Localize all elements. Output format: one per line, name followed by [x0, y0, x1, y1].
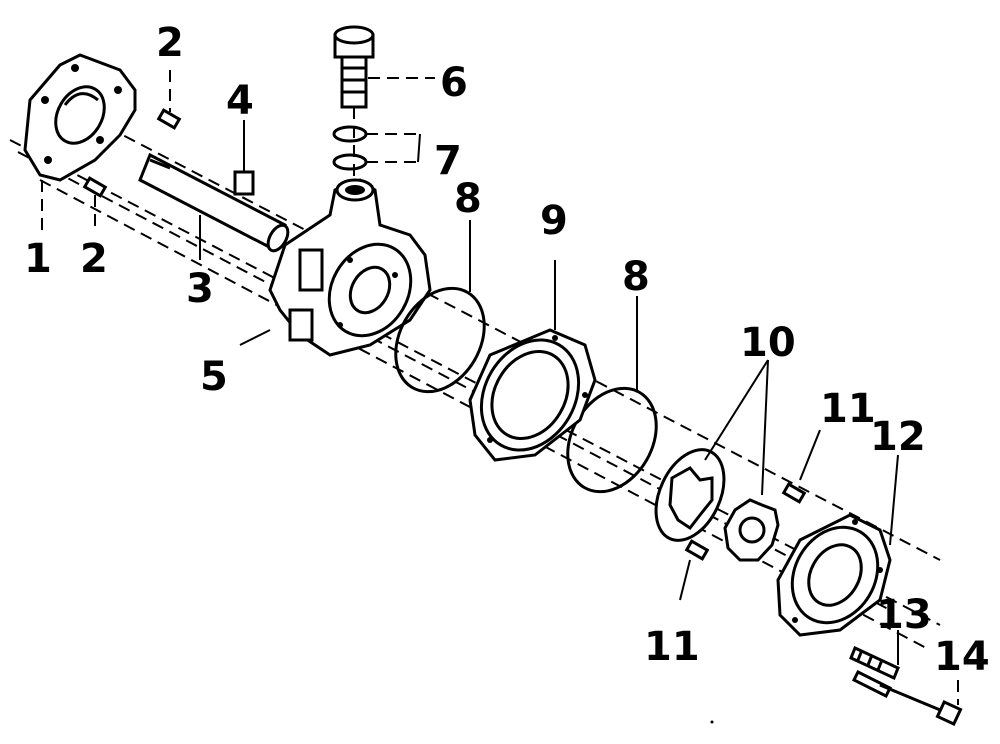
label-11-bottom: 11	[644, 624, 700, 670]
part-12-end-cover	[776, 454, 899, 637]
label-8-second: 8	[622, 254, 650, 300]
label-7: 7	[434, 138, 462, 184]
label-4: 4	[226, 78, 254, 124]
part-7-o-rings	[332, 125, 421, 171]
label-3: 3	[186, 266, 214, 312]
stray-dot	[710, 720, 714, 724]
label-6: 6	[440, 60, 468, 106]
label-8-first: 8	[454, 176, 482, 222]
label-1: 1	[24, 236, 52, 282]
label-5: 5	[200, 354, 228, 400]
label-11-top: 11	[820, 386, 876, 432]
part-10-rotors	[654, 359, 780, 562]
label-13: 13	[876, 592, 932, 638]
label-12: 12	[870, 414, 926, 460]
label-2-top: 2	[156, 20, 184, 66]
part-9-ring	[468, 260, 597, 462]
part-3-shaft	[138, 152, 290, 260]
label-14: 14	[934, 634, 990, 680]
part-11-pins	[679, 429, 821, 601]
part-6-valve	[333, 25, 435, 180]
label-10: 10	[740, 320, 796, 366]
part-5-housing	[239, 178, 432, 357]
callout-labels: 1 2 2 3 4 5 6 7 8 8 9 10 11 11 12 13 14	[24, 20, 990, 680]
part-13-14-bolts	[849, 630, 963, 727]
part-4-key	[233, 120, 255, 196]
part-2-dowel-pins	[82, 70, 182, 230]
label-2-bottom: 2	[80, 236, 108, 282]
label-9: 9	[540, 198, 568, 244]
part-1-cover-plate	[23, 53, 137, 230]
